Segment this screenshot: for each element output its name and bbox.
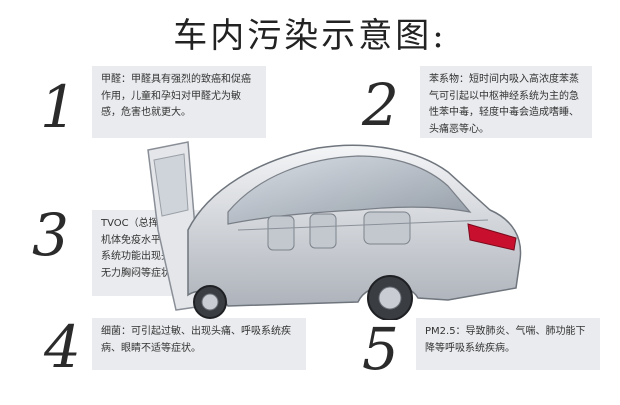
item-text-2: 苯系物：短时间内吸入高浓度苯蒸气可引起以中枢神经系统为主的急性苯中毒，轻度中毒会…: [420, 66, 592, 138]
car-illustration: [147, 141, 522, 320]
item-number-1: 1: [40, 73, 77, 141]
item-number-5: 5: [362, 315, 399, 383]
page-title: 车内污染示意图:: [173, 16, 447, 56]
car-windows: [227, 155, 472, 225]
item-number-2: 2: [362, 71, 399, 139]
item-number-4: 4: [44, 313, 81, 381]
tail-light: [467, 223, 517, 251]
item-number-3: 3: [32, 201, 69, 269]
item-text-5: PM2.5：导致肺炎、气喘、肺功能下降等呼吸系统疾病。: [416, 318, 600, 370]
item-text-4: 细菌：可引起过敏、出现头痛、呼吸系统疾病、眼睛不适等症状。: [92, 318, 306, 370]
item-text-1: 甲醛：甲醛具有强烈的致癌和促癌作用，儿童和孕妇对甲醛尤为敏感，危害也就更大。: [92, 66, 266, 138]
